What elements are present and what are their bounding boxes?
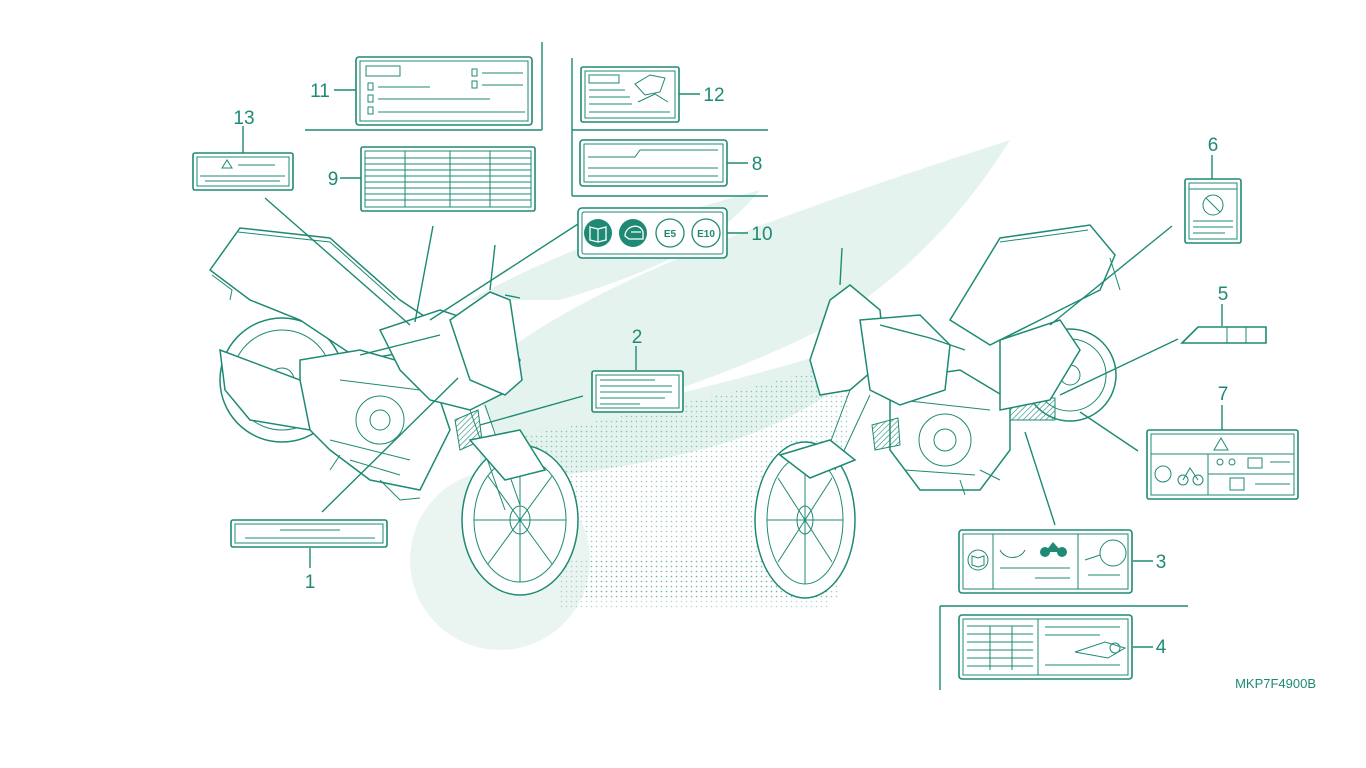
label-12 (580, 66, 680, 123)
callout-13: 13 (233, 108, 254, 129)
callout-4: 4 (1156, 637, 1167, 658)
label-6 (1184, 178, 1242, 244)
svg-text:E10: E10 (697, 229, 715, 240)
callout-numbers: 1 2 3 4 5 6 7 8 9 10 11 12 13 (233, 81, 1228, 658)
callout-7: 7 (1218, 384, 1229, 405)
label-4 (958, 614, 1133, 680)
section-dividers (305, 42, 1188, 690)
label-9 (360, 146, 536, 212)
callout-6: 6 (1208, 135, 1219, 156)
label-1 (230, 519, 388, 548)
callout-10: 10 (751, 224, 772, 245)
fuel-e5-icon: E5 (655, 218, 685, 248)
label-11 (355, 56, 533, 126)
svg-text:E5: E5 (664, 229, 677, 240)
motorcycle-left (208, 227, 579, 596)
label-5 (1180, 326, 1267, 344)
label-8 (579, 139, 728, 187)
callout-2: 2 (632, 327, 643, 348)
manual-icon (584, 219, 612, 247)
part-code: MKP7F4900B (1235, 676, 1316, 691)
helmet-icon (619, 219, 647, 247)
label-2 (591, 370, 684, 413)
callout-8: 8 (752, 154, 763, 175)
callout-5: 5 (1218, 284, 1229, 305)
fuel-e10-icon: E10 (691, 218, 721, 248)
callout-9: 9 (328, 169, 339, 190)
callout-11: 11 (310, 81, 330, 102)
label-7 (1146, 429, 1299, 500)
label-13 (192, 152, 294, 191)
label-3 (958, 529, 1133, 594)
callout-1: 1 (305, 572, 316, 593)
label-10: E5 E10 (577, 207, 728, 259)
leader-lines (242, 89, 1223, 648)
callout-12: 12 (703, 85, 724, 106)
callout-3: 3 (1156, 552, 1167, 573)
motorcycle-right (754, 224, 1121, 599)
